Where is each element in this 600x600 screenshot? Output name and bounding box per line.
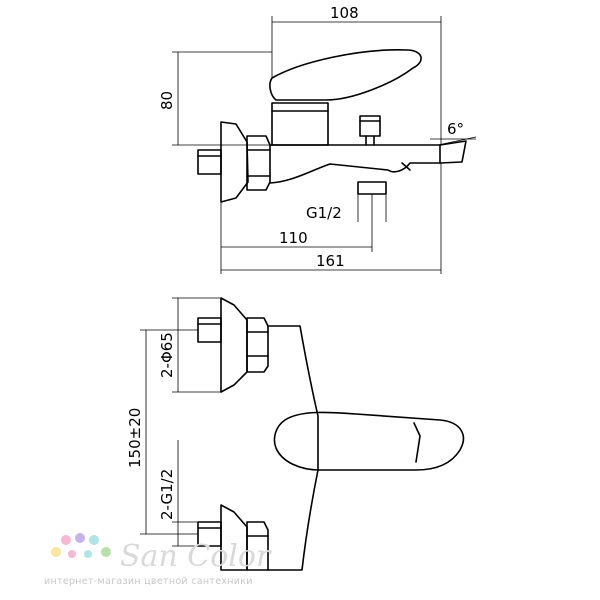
sancolor-watermark: San Color интернет-магазин цветной санте… [44, 533, 272, 587]
watermark-brand: San Color [120, 539, 272, 574]
front-view: 2-Φ65 150±20 2-G1/2 [126, 297, 465, 571]
dim-g12-inlets: 2-G1/2 [158, 469, 176, 520]
dim-angle: 6° [447, 120, 464, 138]
logo-dot-7 [84, 550, 92, 558]
watermark-tagline: интернет-магазин цветной сантехники [44, 576, 253, 587]
side-view: 108 80 6° G1/2 110 161 [158, 4, 477, 274]
logo-dot-3 [89, 535, 99, 545]
dim-center-distance: 150±20 [126, 408, 144, 468]
logo-dot-5 [101, 547, 111, 557]
logo-dot-6 [68, 550, 76, 558]
dim-108: 108 [330, 4, 359, 22]
dim-diameter-65: 2-Φ65 [158, 332, 176, 378]
dim-g12-outlet: G1/2 [306, 204, 342, 222]
dim-110: 110 [279, 229, 308, 247]
dim-80: 80 [158, 91, 176, 110]
logo-dot-2 [75, 533, 85, 543]
logo-dot-1 [61, 535, 71, 545]
dim-161: 161 [316, 252, 345, 270]
logo-dot-4 [51, 547, 61, 557]
